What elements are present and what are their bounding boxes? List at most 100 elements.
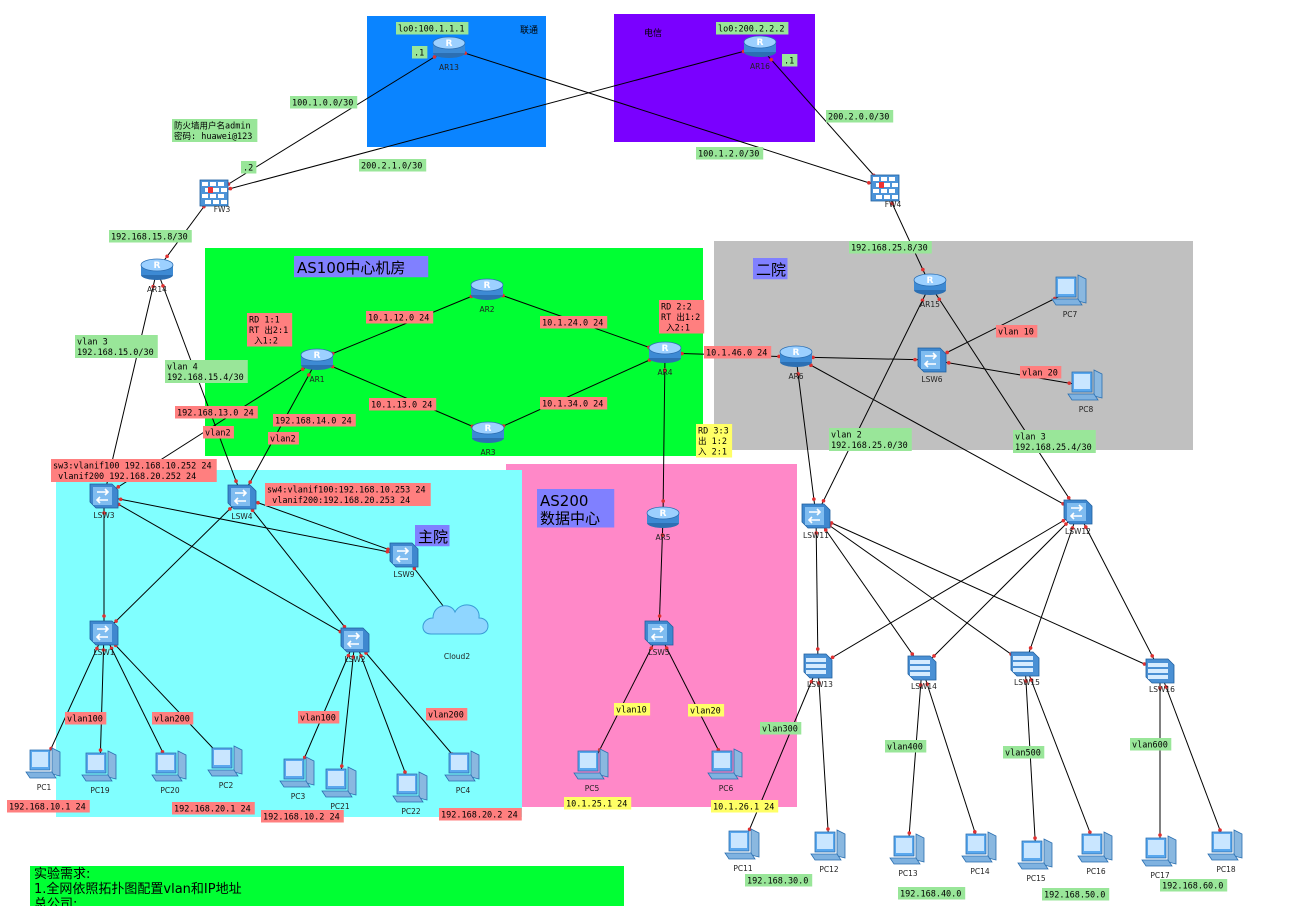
link-lsw1-pc19[interactable] <box>99 632 105 768</box>
link-ar16-fw4[interactable] <box>759 46 886 189</box>
device-lsw14-icon[interactable] <box>907 655 937 681</box>
link-lsw15-pc16[interactable] <box>1024 663 1097 849</box>
device-pc4-icon[interactable] <box>444 750 480 782</box>
link-lsw2-pc21[interactable] <box>339 639 356 784</box>
link-lsw14-pc14[interactable] <box>921 667 981 849</box>
link-lsw11-lsw15[interactable] <box>815 515 1026 665</box>
link-lsw11-lsw16[interactable] <box>815 515 1161 672</box>
port-dot-ar15-to-lsw11 <box>920 298 925 303</box>
device-pc13-icon[interactable] <box>889 833 925 865</box>
link-lsw12-lsw16[interactable] <box>1077 511 1161 672</box>
link-lsw6-pc8[interactable] <box>931 359 1087 387</box>
device-lsw6-icon[interactable] <box>917 347 947 373</box>
device-pc5-icon[interactable] <box>573 748 609 780</box>
device-name-lsw11: LSW11 <box>803 531 829 540</box>
device-pc15-icon[interactable] <box>1017 838 1053 870</box>
link-lsw5-pc6[interactable] <box>658 632 727 766</box>
link-ar15-lsw12[interactable] <box>929 284 1079 513</box>
device-pc6-icon[interactable] <box>707 748 743 780</box>
device-pc21-icon[interactable] <box>321 766 357 798</box>
link-ar3-ar4[interactable] <box>487 352 666 434</box>
device-pc18-icon[interactable] <box>1207 829 1243 861</box>
device-pc2-icon[interactable] <box>207 745 243 777</box>
device-pc19-icon[interactable] <box>81 750 117 782</box>
device-pc14-icon[interactable] <box>961 831 997 863</box>
device-lsw11-icon[interactable] <box>801 503 831 529</box>
link-ar16-fw3[interactable] <box>213 46 761 194</box>
device-pc22-icon[interactable] <box>392 771 428 803</box>
device-name-pc2: PC2 <box>219 781 234 790</box>
link-ar6-lsw11[interactable] <box>795 356 817 517</box>
device-lsw1-icon[interactable] <box>89 620 119 646</box>
device-lsw16-icon[interactable] <box>1145 658 1175 684</box>
link-lsw1-pc1[interactable] <box>43 632 105 765</box>
link-lsw4-lsw1[interactable] <box>103 496 243 634</box>
link-ar5-lsw5[interactable] <box>658 517 664 634</box>
link-lsw3-lsw2[interactable] <box>103 495 356 641</box>
link-ar13-fw4[interactable] <box>448 47 886 189</box>
link-lsw13-pc11[interactable] <box>742 665 819 846</box>
device-lsw3-icon[interactable] <box>89 483 119 509</box>
device-pc3-icon[interactable] <box>279 756 315 788</box>
label-ip10_2: 192.168.10.2 24 <box>261 810 344 823</box>
link-lsw12-lsw15[interactable] <box>1024 511 1079 665</box>
link-lsw12-lsw13[interactable] <box>817 511 1079 667</box>
device-lsw9-icon[interactable] <box>389 542 419 568</box>
link-lsw15-pc15[interactable] <box>1024 663 1037 856</box>
device-lsw13-icon[interactable] <box>803 653 833 679</box>
device-fw3-icon[interactable] <box>199 179 229 207</box>
device-ar4-icon[interactable]: R <box>648 341 682 363</box>
device-ar3-icon[interactable]: R <box>471 421 505 443</box>
device-name-lsw2: LSW2 <box>344 655 365 664</box>
link-ar6-lsw6[interactable] <box>795 356 933 361</box>
link-ar4-ar5[interactable] <box>662 352 666 519</box>
link-lsw4-lsw2[interactable] <box>241 496 356 641</box>
link-ar14-lsw3[interactable] <box>103 269 158 497</box>
device-cloud2-icon[interactable] <box>422 604 489 635</box>
link-lsw2-pc3[interactable] <box>297 639 356 774</box>
device-lsw5-icon[interactable] <box>644 620 674 646</box>
device-pc16-icon[interactable] <box>1077 831 1113 863</box>
link-lsw4-lsw9[interactable] <box>241 496 405 556</box>
link-ar15-lsw11[interactable] <box>815 284 931 517</box>
link-lsw1-pc20[interactable] <box>103 632 171 768</box>
device-fw4-icon[interactable] <box>870 174 900 202</box>
link-lsw11-lsw14[interactable] <box>815 515 923 669</box>
link-lsw3-lsw9[interactable] <box>103 495 405 556</box>
device-ar1-icon[interactable]: R <box>300 348 334 370</box>
device-pc7-icon[interactable] <box>1051 274 1087 306</box>
device-ar14-icon[interactable]: R <box>140 258 174 280</box>
device-ar13-icon[interactable]: R <box>432 36 466 58</box>
link-lsw14-pc13[interactable] <box>907 667 923 851</box>
link-lsw12-lsw14[interactable] <box>921 511 1079 669</box>
link-lsw16-pc18[interactable] <box>1159 670 1227 847</box>
device-ar5-icon[interactable]: R <box>646 506 680 528</box>
device-pc12-icon[interactable] <box>810 829 846 861</box>
device-pc20-icon[interactable] <box>151 750 187 782</box>
link-lsw1-pc2[interactable] <box>103 632 227 763</box>
device-lsw15-icon[interactable] <box>1010 651 1040 677</box>
device-lsw2-icon[interactable] <box>340 627 370 653</box>
link-ar1-ar3[interactable] <box>316 359 489 434</box>
link-lsw2-pc22[interactable] <box>354 639 412 789</box>
device-lsw4-icon[interactable] <box>227 484 257 510</box>
device-ar16-icon[interactable]: R <box>743 35 777 57</box>
link-lsw2-pc4[interactable] <box>354 639 464 768</box>
device-pc1-icon[interactable] <box>25 747 61 779</box>
link-lsw13-pc12[interactable] <box>817 665 830 847</box>
device-lsw12-icon[interactable] <box>1063 499 1093 525</box>
link-lsw5-pc5[interactable] <box>591 632 660 766</box>
link-ar6-lsw12[interactable] <box>795 356 1079 513</box>
link-ar1-lsw4[interactable] <box>241 359 318 498</box>
device-pc8-icon[interactable] <box>1067 369 1103 401</box>
device-ar2-icon[interactable]: R <box>470 278 504 300</box>
link-ar1-ar2[interactable] <box>316 289 488 361</box>
device-pc11-icon[interactable] <box>724 828 760 860</box>
svg-text:192.168.40.0: 192.168.40.0 <box>900 890 961 900</box>
link-ar14-lsw4[interactable] <box>156 269 243 498</box>
svg-text:10.1.26.1 24: 10.1.26.1 24 <box>713 803 774 813</box>
device-ar6-icon[interactable]: R <box>779 345 813 367</box>
device-pc17-icon[interactable] <box>1141 835 1177 867</box>
link-lsw11-lsw13[interactable] <box>815 515 819 667</box>
device-ar15-icon[interactable]: R <box>913 273 947 295</box>
